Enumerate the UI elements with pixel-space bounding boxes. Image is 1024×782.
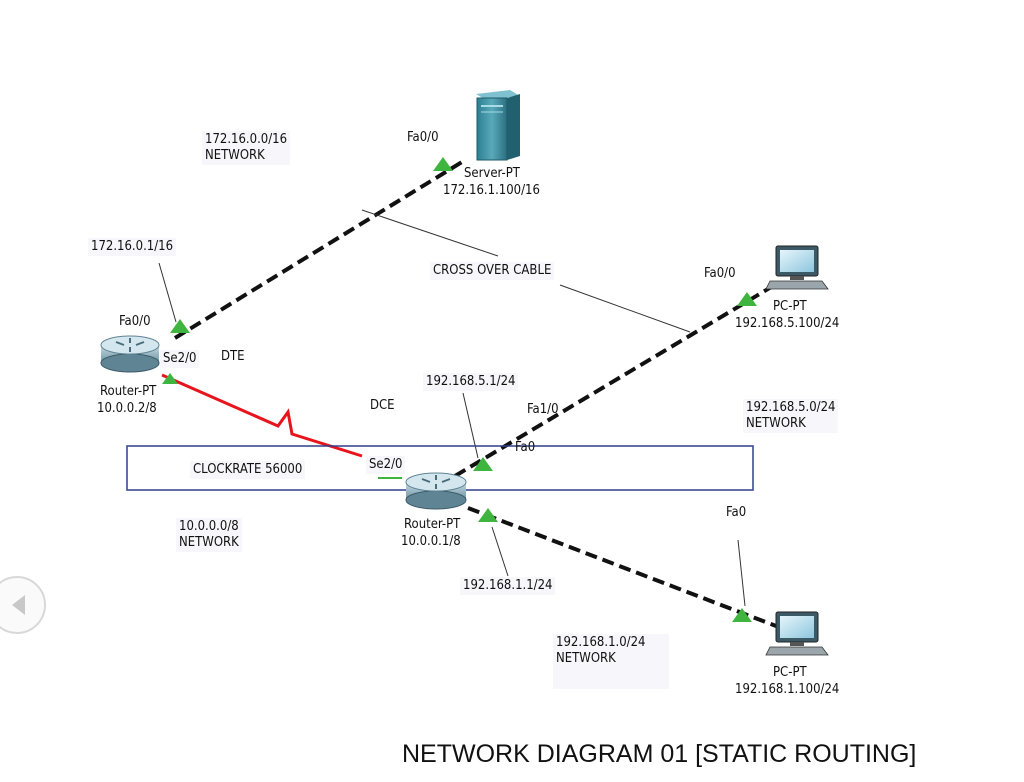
router-left-se-interface-label: Se2/0 — [160, 350, 200, 368]
server-interface-label: Fa0/0 — [407, 130, 439, 145]
pc1-interface-label: Fa0/0 — [704, 266, 736, 281]
pointer-line-crossover-2 — [559, 284, 691, 333]
port-up-icon-router-left-se — [162, 373, 178, 384]
network-label-10: 10.0.0.0/8 NETWORK — [176, 518, 242, 552]
pc2-name-label: PC-PT — [773, 665, 807, 680]
router-center-ip-label: 10.0.0.1/8 — [401, 534, 461, 549]
router-left-name-label: Router-PT — [100, 384, 157, 399]
pc2-interface-label: Fa0 — [726, 505, 747, 520]
ethernet-cable-router-center-pc1 — [453, 281, 780, 478]
router-left-fa-interface-label: Fa0/0 — [119, 314, 151, 329]
port-up-icon-center-fa0 — [478, 508, 498, 522]
diagram-caption: NETWORK DIAGRAM 01 [STATIC ROUTING] — [402, 740, 917, 768]
pointer-line-router-left-ip — [158, 262, 177, 323]
router-center-fa1-ip-label: 192.168.5.1/24 — [423, 373, 519, 391]
port-status-icons — [162, 157, 757, 622]
pc-icon-1 — [765, 245, 829, 290]
pointer-line-fa1-ip — [462, 392, 479, 459]
port-up-icon-pc2 — [732, 608, 752, 622]
router-center-fa0-interface-label: Fa0 — [515, 440, 536, 455]
router-center-role-label: DCE — [370, 398, 395, 413]
router-icon-center — [405, 472, 467, 510]
pc1-ip-label: 192.168.5.100/24 — [735, 316, 840, 331]
chevron-left-icon — [12, 595, 25, 615]
crossover-label: CROSS OVER CABLE — [430, 262, 555, 280]
serial-link — [161, 373, 363, 458]
pc-icon-2 — [765, 611, 829, 656]
pc1-name-label: PC-PT — [773, 299, 807, 314]
router-icon-left — [100, 335, 160, 373]
network-label-172: 172.16.0.0/16 NETWORK — [202, 131, 291, 165]
server-icon — [476, 90, 520, 161]
router-left-fa-ip-label: 172.16.0.1/16 — [88, 238, 177, 256]
ethernet-cable-router-left-server — [173, 160, 464, 340]
router-center-name-label: Router-PT — [404, 517, 461, 532]
router-left-ip-label: 10.0.0.2/8 — [97, 401, 157, 416]
network-label-192-5: 192.168.5.0/24 NETWORK — [743, 399, 839, 433]
port-up-icon-router-left-fa — [170, 319, 190, 333]
router-center-fa0-ip-label: 192.168.1.1/24 — [460, 577, 556, 595]
server-name-label: Server-PT — [464, 166, 520, 181]
clockrate-label: CLOCKRATE 56000 — [190, 461, 306, 479]
pc2-ip-label: 192.168.1.100/24 — [735, 682, 840, 697]
pointer-line-crossover-1 — [361, 209, 499, 257]
network-label-192-1: 192.168.1.0/24 NETWORK — [553, 634, 670, 689]
ethernet-cable-router-center-pc2 — [467, 506, 777, 628]
router-left-role-label: DTE — [221, 349, 245, 364]
pointer-line-fa0-ip — [491, 526, 509, 577]
port-up-icon-pc1 — [737, 292, 757, 306]
pointer-line-pc2-fa0 — [737, 539, 746, 607]
previous-slide-button[interactable] — [0, 576, 46, 634]
port-up-icon-server — [433, 157, 453, 171]
server-ip-label: 172.16.1.100/16 — [443, 183, 540, 198]
port-up-icon-center-fa1 — [473, 457, 493, 471]
router-center-se-interface-label: Se2/0 — [366, 456, 406, 474]
router-center-fa1-interface-label: Fa1/0 — [527, 402, 559, 417]
